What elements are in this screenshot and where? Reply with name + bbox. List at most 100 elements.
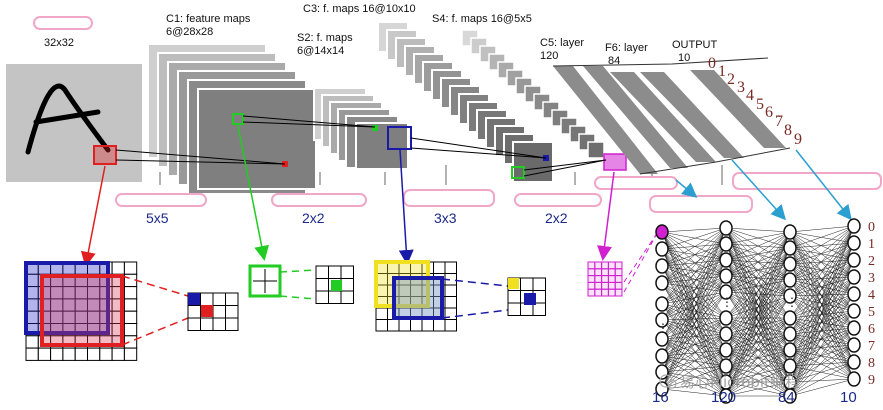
fc-node <box>847 371 861 387</box>
grid-cell <box>340 278 354 292</box>
pink-label-box <box>594 176 678 190</box>
svg-text:⋮: ⋮ <box>657 321 669 335</box>
fc-node <box>655 275 669 291</box>
conv2-window-blue <box>392 276 444 320</box>
fc-node <box>655 224 669 240</box>
fc-edge <box>725 275 791 397</box>
fc-edge <box>789 361 855 397</box>
fc-edge <box>661 349 727 390</box>
grid-cell <box>398 319 411 332</box>
fc-edge <box>661 227 727 390</box>
fc-edge <box>725 231 791 319</box>
fc-node <box>655 312 669 328</box>
fc-edge <box>725 279 791 397</box>
fc-edge <box>725 231 791 335</box>
fc-edge <box>725 247 791 293</box>
fc-node <box>783 310 797 326</box>
fc-edge <box>725 317 791 351</box>
grid-cell <box>601 288 609 297</box>
arc-digit: 3 <box>737 79 745 96</box>
grid-cell <box>607 275 616 283</box>
output-digit: 2 <box>868 254 875 269</box>
fc-edge <box>789 317 855 329</box>
fc-edge <box>789 259 855 397</box>
fc-edge <box>725 263 791 397</box>
fc-node <box>783 326 797 342</box>
fc-edge <box>661 227 727 233</box>
grid-cell <box>587 268 596 277</box>
grid-cell <box>315 290 329 304</box>
fc-edge <box>661 282 727 293</box>
grid-cell <box>421 319 434 332</box>
output-digit: 4 <box>868 288 875 303</box>
fc-edge <box>661 317 727 340</box>
fc-edge <box>789 259 855 319</box>
grid-cell <box>37 347 52 361</box>
fc-node <box>655 241 669 257</box>
fc-edge <box>661 227 727 305</box>
fc-edge <box>661 388 727 397</box>
grid-cell <box>594 268 603 277</box>
grid-cell <box>607 268 616 277</box>
fc-edge <box>661 291 727 390</box>
s4-feature-maps <box>461 29 605 159</box>
fc-edge <box>789 293 855 397</box>
fc-edge <box>789 242 855 319</box>
fc-edge <box>789 225 855 367</box>
grid-cell <box>99 347 113 361</box>
fc-edge <box>789 317 855 363</box>
fc-edge <box>725 291 791 383</box>
fc-top-edge <box>552 57 769 67</box>
fc-edge <box>789 293 855 351</box>
dashed-connector <box>441 309 509 319</box>
fc-edge <box>789 310 855 351</box>
grid-cell <box>444 319 457 332</box>
fc-arrow <box>795 149 852 221</box>
fc-edge <box>725 279 791 293</box>
grid-cell <box>25 335 39 349</box>
fc-edge <box>789 225 855 265</box>
grid-cell <box>225 317 239 331</box>
fc-edge <box>789 225 855 233</box>
fc-edge <box>661 317 727 357</box>
fc-edge <box>725 231 791 277</box>
fc-node <box>655 296 669 312</box>
output-digit-column: 0 1 2 3 4 5 6 7 8 9 <box>868 220 875 388</box>
arc-digit: 4 <box>746 87 754 104</box>
fc-node <box>719 326 733 342</box>
grid-cell <box>520 277 534 291</box>
fc-edge <box>661 227 727 373</box>
fc-edge <box>661 231 727 319</box>
c5-band-2 <box>583 66 688 168</box>
fc-nodes <box>655 218 861 404</box>
fc-node <box>847 354 861 370</box>
flatten-arrow <box>597 171 615 261</box>
fc-node <box>783 240 797 256</box>
grid-cell <box>532 277 546 291</box>
fc-edge <box>661 275 727 284</box>
fc-edge <box>661 303 727 319</box>
fc-edge <box>661 317 727 373</box>
watermark: 易心Microbit编程 <box>659 373 800 391</box>
arc-digit: 1 <box>718 63 726 80</box>
fc-edge <box>789 225 855 281</box>
fc-edge <box>661 317 727 390</box>
fc-edge <box>725 381 791 397</box>
fc-edge <box>789 242 855 397</box>
fc-node <box>783 224 797 240</box>
grid-cell <box>123 298 138 312</box>
grid-cell <box>200 292 214 306</box>
pink-label-box <box>649 195 753 213</box>
c3-label: C3: f. maps 16@10x10 <box>303 3 416 15</box>
fc-edge <box>661 319 727 383</box>
fc-node <box>655 348 669 364</box>
grid-cell <box>433 261 446 274</box>
fc-edge <box>725 295 791 383</box>
fc-edge <box>789 293 855 335</box>
handwritten-a-stroke <box>25 83 111 155</box>
connection-lines <box>115 115 607 177</box>
arc-digit: 0 <box>708 55 716 72</box>
input-receptive-field <box>93 145 117 165</box>
fc-edge <box>661 243 727 321</box>
